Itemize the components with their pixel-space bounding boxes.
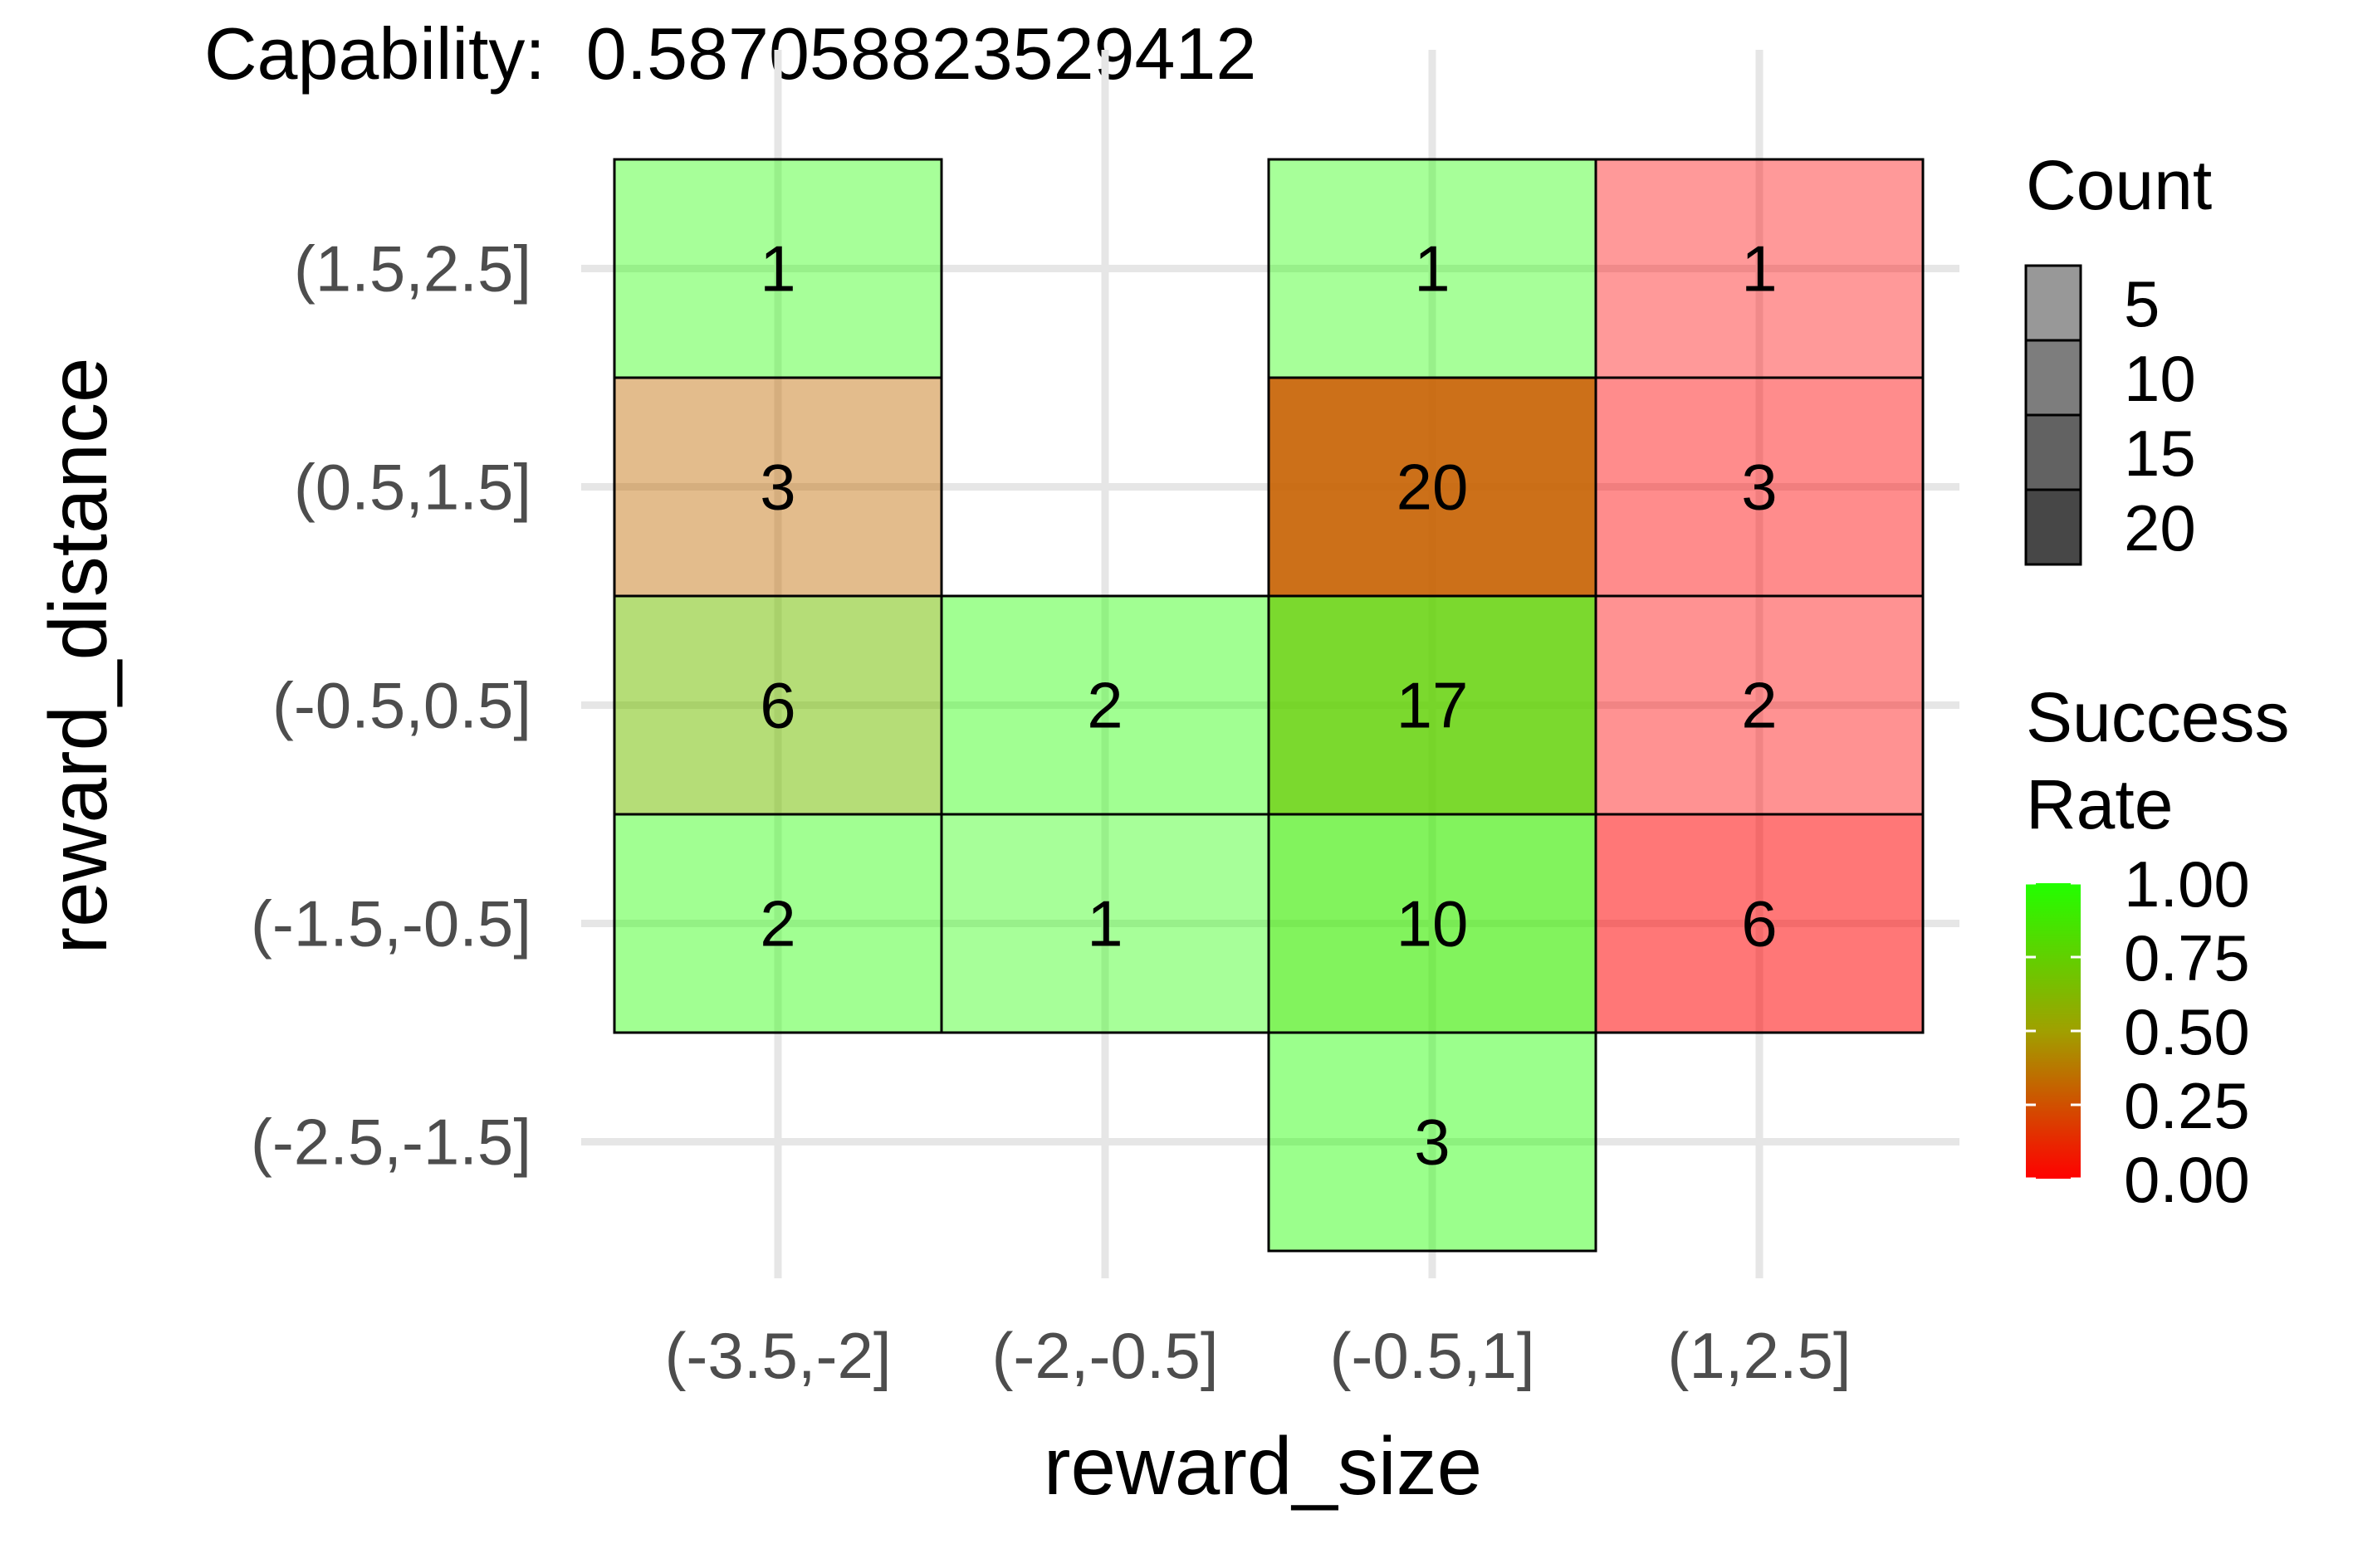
y-tick-label: (-0.5,0.5] xyxy=(272,669,531,742)
heatmap-cell xyxy=(940,813,1270,1034)
x-tick-label: (1,2.5] xyxy=(1667,1319,1851,1392)
heatmap-cell xyxy=(1594,376,1925,598)
heatmap-cell xyxy=(1267,813,1597,1034)
y-tick-label: (0.5,1.5] xyxy=(294,451,531,524)
success-legend-label: 0.50 xyxy=(2124,995,2250,1068)
cell-count-label: 2 xyxy=(1741,669,1777,742)
cell-count-label: 1 xyxy=(1741,232,1777,305)
cell-count-label: 3 xyxy=(1414,1106,1450,1179)
x-tick-label: (-0.5,1] xyxy=(1329,1319,1534,1392)
success-legend-label: 0.00 xyxy=(2124,1143,2250,1216)
success-legend-title-line-1: Success xyxy=(2026,678,2289,756)
count-legend-key xyxy=(2024,413,2082,491)
x-tick-label: (-2,-0.5] xyxy=(991,1319,1218,1392)
cell-count-label: 17 xyxy=(1397,669,1469,742)
count-legend-title: Count xyxy=(2026,146,2212,224)
count-legend-label: 10 xyxy=(2124,342,2196,415)
cell-count-label: 2 xyxy=(1087,669,1123,742)
x-axis-ticks: (-3.5,-2] (-2,-0.5] (-0.5,1] (1,2.5] xyxy=(664,1319,1851,1392)
success-legend-label: 0.25 xyxy=(2124,1069,2250,1142)
count-legend-key xyxy=(2024,264,2082,342)
cell-count-label: 1 xyxy=(1087,887,1123,960)
success-legend-title-line-2: Rate xyxy=(2026,765,2173,843)
count-legend-label: 15 xyxy=(2124,417,2196,490)
heatmap-cell xyxy=(613,158,943,379)
heatmap-cell xyxy=(1594,813,1925,1034)
x-axis-title: reward_size xyxy=(1044,1420,1482,1512)
cell-count-label: 3 xyxy=(1741,451,1777,524)
success-rate-legend: Success Rate 1.000.750.500.250.00 xyxy=(2026,678,2289,1216)
y-tick-label: (-2.5,-1.5] xyxy=(251,1106,531,1179)
heatmap-cell xyxy=(1594,158,1925,379)
heatmap-cell xyxy=(1267,376,1597,598)
success-legend-label: 0.75 xyxy=(2124,921,2250,994)
heatmap-cell xyxy=(1267,594,1597,816)
success-legend-label: 1.00 xyxy=(2124,848,2250,921)
x-tick-label: (-3.5,-2] xyxy=(664,1319,891,1392)
y-tick-label: (1.5,2.5] xyxy=(294,232,531,305)
y-tick-label: (-1.5,-0.5] xyxy=(251,887,531,960)
count-legend-label: 5 xyxy=(2124,267,2160,340)
cell-count-label: 3 xyxy=(760,451,795,524)
count-legend-label: 20 xyxy=(2124,491,2196,564)
cell-count-label: 6 xyxy=(1741,887,1777,960)
cell-count-label: 6 xyxy=(760,669,795,742)
heatmap-cell xyxy=(1594,594,1925,816)
cell-count-label: 10 xyxy=(1397,887,1469,960)
y-axis-title: reward_distance xyxy=(32,357,124,954)
cell-count-label: 1 xyxy=(760,232,795,305)
chart-title: Capability: 0.587058823529412 xyxy=(204,12,1256,95)
cell-count-label: 1 xyxy=(1414,232,1450,305)
y-axis-ticks: (1.5,2.5] (0.5,1.5] (-0.5,0.5] (-1.5,-0.5] (… xyxy=(251,232,531,1179)
heatmap-cell xyxy=(1267,158,1597,379)
heatmap-cell xyxy=(613,813,943,1034)
heatmap-cell xyxy=(1267,1031,1597,1253)
cell-count-label: 2 xyxy=(760,887,795,960)
count-legend-key xyxy=(2024,488,2082,566)
count-legend-key xyxy=(2024,339,2082,417)
cell-count-label: 20 xyxy=(1397,451,1469,524)
